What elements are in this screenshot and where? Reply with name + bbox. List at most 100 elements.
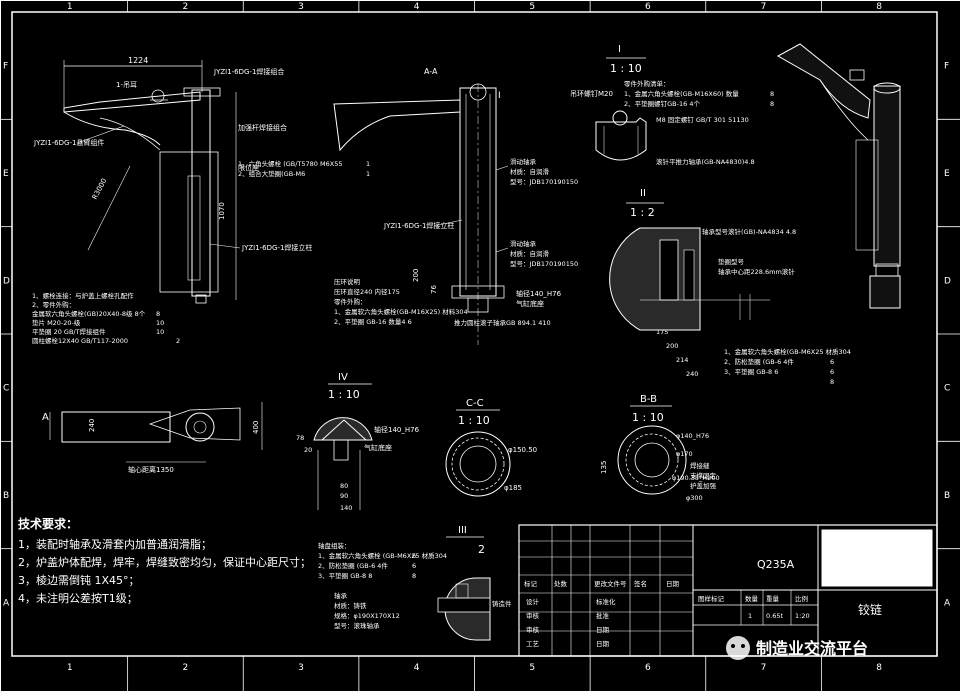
bb-left-dim: 135 xyxy=(600,461,608,474)
detail-i: I 1 : 10 吊环螺钉M20 零件外购清单：1、金属六角头螺栓(GB-M16… xyxy=(570,44,774,166)
callout-weld-top: JYZI1-6DG-1焊接组合 xyxy=(213,67,284,76)
detail-iv-dim: 20 xyxy=(304,446,312,454)
aa-bearing2-line: 滑动轴承 xyxy=(510,239,537,248)
detail-ii-part: 3、平垫圈 GB-8 6 xyxy=(724,367,778,376)
grid-col-bottom: 2 xyxy=(182,663,188,673)
dim-400: 400 xyxy=(252,421,260,434)
bb-note: 焊接缝 xyxy=(690,461,710,470)
detail-iii-scale: 2 xyxy=(478,543,485,556)
detail-iii-part: 1、金属软六角头螺栓 (GB-M6X25 材质304 xyxy=(318,551,447,560)
grid-col-top: 4 xyxy=(414,2,420,12)
note-qty: 2 xyxy=(176,337,180,345)
tb-stage-value: 1 xyxy=(748,612,752,620)
section-bb: B-B 1 : 10 135 φ140_H76φ170φ190.35_H200φ… xyxy=(600,394,720,502)
grid-col-top: 5 xyxy=(529,2,535,12)
dim-240: 240 xyxy=(88,419,96,432)
grid-row-left: A xyxy=(3,598,10,608)
note-line: 圆柱螺栓12X40 GB/T117-2000 xyxy=(32,336,128,345)
detail-ii-line: 垫圈型号 xyxy=(718,257,745,266)
aa-bearing-std: 推力圆柱滚子轴承GB 894.1 410 xyxy=(454,318,551,327)
fastener-qty: 1 xyxy=(366,170,370,178)
tb-stage-header: 重量 xyxy=(766,595,780,603)
detail-iv-cyl: 气缸底座 xyxy=(364,443,392,452)
detail-iii-label: III xyxy=(458,525,467,536)
detail-iv-scale: 1 : 10 xyxy=(328,388,360,401)
detail-ii: II 1 : 2 轴承型号滚针(GB)-NA4834 4.8 垫圈型号轴承中心距… xyxy=(609,188,851,386)
grid-col-top: 1 xyxy=(67,2,73,12)
cc-d2: φ185 xyxy=(504,484,522,492)
callout-column: JYZI1-6DG-1焊接立柱 xyxy=(241,243,312,252)
grid-col-bottom: 8 xyxy=(876,663,882,673)
tech-req-item: 4，未注明公差按T1级； xyxy=(18,591,138,605)
detail-iii-part: 轴盘组装： xyxy=(318,541,351,550)
grid-row-left: E xyxy=(3,169,9,179)
aa-footer-line: 2、平垫圈 GB-16 数量4 6 xyxy=(334,317,412,326)
grid-row-right: B xyxy=(944,491,950,501)
detail-i-qty: 8 xyxy=(770,100,774,108)
tb-material: Q235A xyxy=(757,558,795,571)
detail-iii-part: 2、防松垫圈 (GB-6 4件 xyxy=(318,561,388,570)
detail-ii-dim: 214 xyxy=(676,356,688,364)
bb-dim: φ190.35_H200 xyxy=(672,474,720,482)
bb-note: 护盖加强 xyxy=(690,481,717,490)
detail-i-line: 1、金属六角头螺栓(GB-M16X60) 数量 xyxy=(624,89,739,98)
detail-iii-bearing-line: 型号：滚珠轴承 xyxy=(334,621,380,630)
detail-ii-part: 1、金属软六角头螺栓(GB-M6X25 材质304 xyxy=(724,347,851,356)
detail-iv-dim: 90 xyxy=(340,492,348,500)
aa-shaft-dim: 轴径140_H76 xyxy=(516,289,562,298)
detail-iii-bearing-line: 轴承 xyxy=(334,591,348,600)
isometric-view xyxy=(776,43,901,309)
grid-col-top: 7 xyxy=(761,2,767,12)
detail-ii-dim: 240 xyxy=(686,370,698,378)
grid-row-right: A xyxy=(944,598,951,608)
fastener-qty: 1 xyxy=(366,160,370,168)
tb-mid: 日期 xyxy=(596,640,610,648)
aa-bearing2-line: 型号：JDB170190150 xyxy=(510,259,578,268)
detail-i-line: 2、平垫圈螺钉GB-16 4个 xyxy=(624,99,700,108)
tb-row: 工艺 xyxy=(526,640,540,648)
grid-row-right: C xyxy=(944,384,950,394)
note-line: 金属软六角头螺栓(GB)20X40-8级 8个 xyxy=(32,309,146,318)
callout-lug: 1-吊耳 xyxy=(116,81,137,89)
grid-col-top: 6 xyxy=(645,2,651,12)
tb-stage-header: 图样标记 xyxy=(698,594,725,603)
tb-header: 签名 xyxy=(634,579,647,588)
tb-stage-header: 比例 xyxy=(795,594,808,603)
cc-d1: φ150.50 xyxy=(508,446,537,454)
tb-mid: 批准 xyxy=(596,611,610,620)
detail-ii-scale: 1 : 2 xyxy=(630,206,655,219)
tech-req-item: 2，炉盖炉体配焊，焊牢，焊缝致密均匀，保证中心距尺寸； xyxy=(18,555,311,569)
detail-iii-qty: 6 xyxy=(412,562,416,570)
detail-iv-dim: 80 xyxy=(340,482,348,490)
detail-iii-qty: 6 xyxy=(412,552,416,560)
aa-bearing-line: 滑动轴承 xyxy=(510,157,537,166)
section-cc-scale: 1 : 10 xyxy=(458,414,490,427)
detail-ii-line: 轴承中心距228.6mm滚针 xyxy=(718,267,795,276)
bb-dim: φ170 xyxy=(676,450,693,458)
grid-row-right: F xyxy=(944,62,949,72)
dim-height: 1070 xyxy=(218,202,226,220)
note-line: 垫片 M20-20-级 xyxy=(32,318,81,327)
tech-req-item: 3，棱边需倒钝 1X45°； xyxy=(18,573,140,587)
grid-row-left: D xyxy=(3,276,10,286)
section-bb-label: B-B xyxy=(640,394,657,405)
detail-i-scale: 1 : 10 xyxy=(610,62,642,75)
detail-ii-dim: 175 xyxy=(656,328,668,336)
tb-header: 处数 xyxy=(554,579,568,588)
aa-callout-column: JYZI1-6DG-1焊接立柱 xyxy=(383,221,454,230)
bb-note: 支撑固定 xyxy=(690,471,717,480)
section-cc-label: C-C xyxy=(466,398,484,409)
tb-mid: 标准化 xyxy=(596,597,616,606)
grid-row-left: F xyxy=(3,62,8,72)
tb-row: 设计 xyxy=(526,597,540,606)
bb-dim: φ140_H76 xyxy=(676,432,709,440)
detail-iv-shaft: 轴径140_H76 xyxy=(374,425,420,434)
